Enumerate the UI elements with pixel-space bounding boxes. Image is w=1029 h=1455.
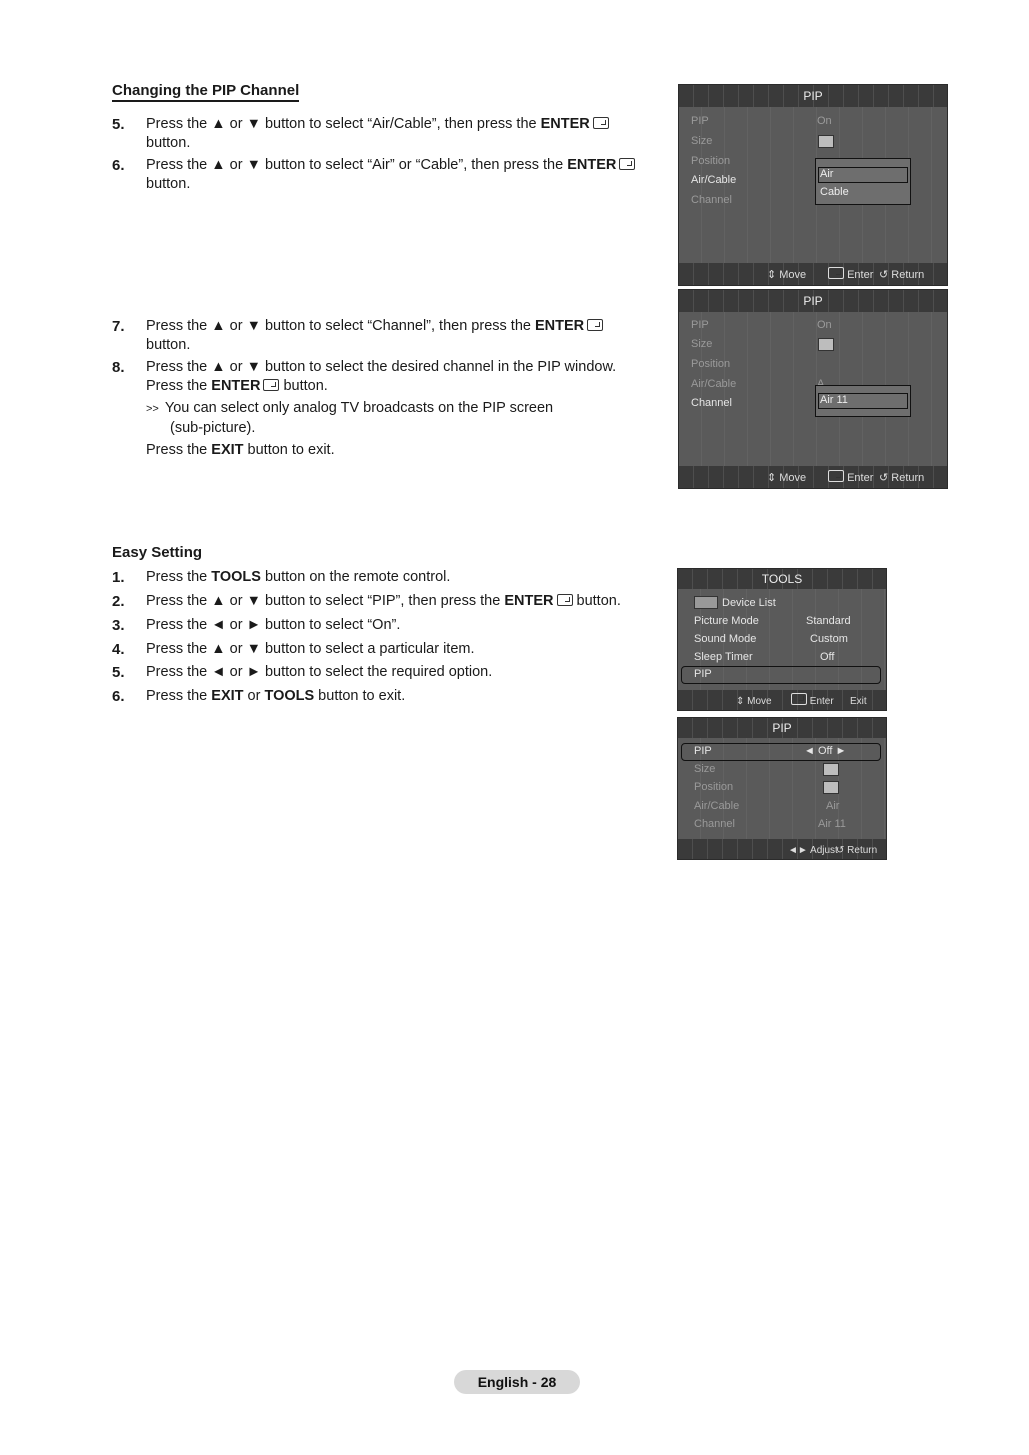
- enter-icon: [828, 267, 844, 279]
- step-7: 7. Press the ▲ or ▼ button to select “Ch…: [112, 317, 652, 357]
- exit-instruction: Press the EXIT button to exit.: [146, 442, 335, 458]
- enter-icon: [263, 379, 280, 391]
- easy-step-5: 5. Press the ◄ or ► button to select the…: [112, 664, 493, 681]
- device-list-icon: [694, 596, 718, 609]
- enter-icon: [592, 117, 609, 129]
- size-icon: [818, 338, 834, 351]
- easy-step-4: 4. Press the ▲ or ▼ button to select a p…: [112, 641, 475, 658]
- note: >>You can select only analog TV broadcas…: [146, 400, 554, 436]
- enter-icon: [619, 158, 636, 170]
- selection-box: [681, 743, 881, 761]
- easy-step-2: 2. Press the ▲ or ▼ button to select “PI…: [112, 593, 621, 610]
- enter-icon: [791, 693, 807, 705]
- step-number: 5.: [112, 116, 125, 133]
- osd-pip-adjust: PIP PIP ◄ Off ► Size Position Air/Cable …: [677, 717, 887, 860]
- easy-step-1: 1. Press the TOOLS button on the remote …: [112, 569, 451, 586]
- easy-step-6: 6. Press the EXIT or TOOLS button to exi…: [112, 688, 406, 705]
- page-number-badge: English - 28: [454, 1370, 580, 1394]
- osd-pip-aircable: PIP PIP On Size Position Air/Cable Chann…: [678, 84, 948, 286]
- step-6: 6. Press the ▲ or ▼ button to select “Ai…: [112, 156, 652, 196]
- step-number: 8.: [112, 359, 125, 376]
- enter-icon: [587, 319, 604, 331]
- step-8: 8. Press the ▲ or ▼ button to select the…: [112, 359, 617, 394]
- enter-icon: [556, 594, 573, 606]
- size-icon: [823, 763, 839, 776]
- step-number: 7.: [112, 318, 125, 335]
- osd-tools: TOOLS Device List Picture Mode Standard …: [677, 568, 887, 711]
- section-heading-pip-channel: Changing the PIP Channel: [112, 82, 300, 102]
- note-arrow-icon: >>: [146, 403, 159, 415]
- section-heading-easy-setting: Easy Setting: [112, 544, 203, 561]
- easy-step-3: 3. Press the ◄ or ► button to select “On…: [112, 617, 401, 634]
- aircable-popup: Air Cable: [815, 158, 911, 205]
- step-number: 6.: [112, 157, 125, 174]
- channel-popup: Air 11: [815, 385, 911, 417]
- osd-pip-channel: PIP PIP On Size Position Air/Cable A Cha…: [678, 289, 948, 489]
- position-icon: [823, 781, 839, 794]
- enter-icon: [828, 470, 844, 482]
- size-icon: [818, 135, 834, 148]
- selection-box: [681, 666, 881, 684]
- step-5: 5. Press the ▲ or ▼ button to select “Ai…: [112, 115, 652, 155]
